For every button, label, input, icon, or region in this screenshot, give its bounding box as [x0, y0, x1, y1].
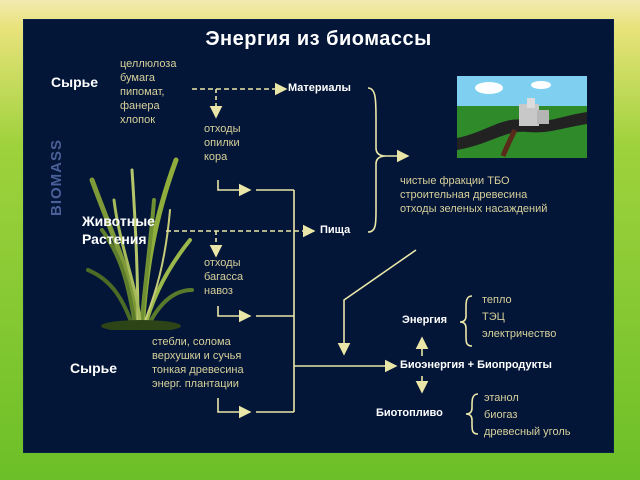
energy-items-list: тепло ТЭЦ электричество — [482, 292, 556, 343]
list-item: древесный уголь — [484, 426, 571, 438]
raw-material-top-label: Сырье — [51, 74, 99, 90]
list-item: электричество — [482, 328, 557, 340]
source-animals: Животные — [82, 213, 155, 229]
list-item: биогаз — [484, 409, 518, 421]
top-material-list: целлюлоза бумага пипомат, фанера хлопок — [120, 57, 176, 127]
list-item: отходы — [204, 123, 241, 135]
list-item: отходы зеленых насаждений — [400, 203, 548, 215]
list-item: строительная древесина — [400, 189, 528, 201]
plant-illustration — [86, 157, 194, 330]
biofuel-label: Биотопливо — [376, 407, 443, 419]
list-item: верхушки и сучья — [152, 350, 242, 362]
list-item: отходы — [204, 257, 241, 269]
list-item: опилки — [204, 137, 240, 149]
biofuel-items-list: этанол биогаз древесный уголь — [484, 390, 570, 441]
bioenergy-label: Биоэнергия + Биопродукты — [400, 359, 552, 371]
list-item: энерг. плантации — [152, 378, 239, 390]
slide-title: Энергия из биомассы — [205, 28, 432, 50]
list-item: кора — [204, 151, 228, 163]
fractions-list: чистые фракции ТБО строительная древесин… — [400, 174, 547, 216]
bottom-material-list: стебли, солома верхушки и сучья тонкая д… — [152, 335, 244, 391]
source-plants: Растения — [82, 231, 147, 247]
list-item: этанол — [484, 392, 519, 404]
list-item: целлюлоза — [120, 58, 177, 70]
list-item: багасса — [204, 271, 244, 283]
list-item: пипомат, — [120, 86, 165, 98]
waste-list-2: отходы багасса навоз — [204, 256, 243, 298]
flow-arrows — [166, 82, 479, 435]
list-item: тепло — [482, 294, 512, 306]
list-item: чистые фракции ТБО — [400, 175, 510, 187]
list-item: фанера — [120, 100, 160, 112]
list-item: бумага — [120, 72, 156, 84]
waste-list-1: отходы опилки кора — [204, 122, 241, 164]
raw-material-bottom-label: Сырье — [70, 360, 118, 376]
list-item: тонкая древесина — [152, 364, 244, 376]
list-item: стебли, солома — [152, 336, 231, 348]
food-label: Пища — [320, 224, 351, 236]
list-item: ТЭЦ — [482, 311, 505, 323]
energy-label: Энергия — [402, 314, 448, 326]
list-item: навоз — [204, 285, 233, 297]
slide-panel: Энергия из биомассы BIOMASS — [24, 20, 613, 452]
sources-label: Животные Растения — [82, 212, 155, 248]
list-item: хлопок — [120, 114, 156, 126]
materials-label: Материалы — [288, 82, 351, 94]
landfill-scene-illustration — [457, 76, 587, 158]
